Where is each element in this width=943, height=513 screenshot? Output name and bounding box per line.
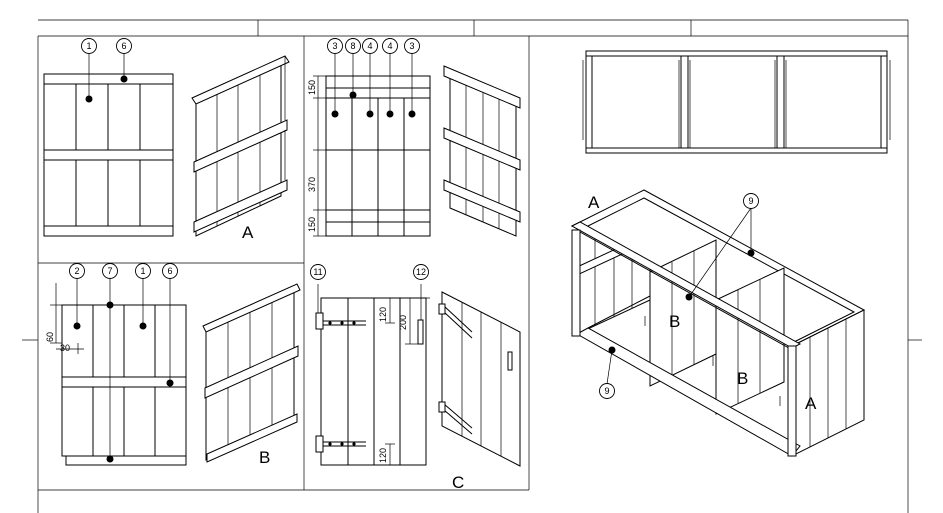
door-c-label: C xyxy=(452,473,464,492)
callout-4-right: 4 xyxy=(382,38,398,54)
assembly-label-a-right: A xyxy=(805,394,817,413)
panel-a-callout-1: 1 xyxy=(81,38,97,54)
panel-b-label: B xyxy=(259,448,270,467)
callout-3-left: 3 xyxy=(327,38,343,54)
svg-text:3: 3 xyxy=(409,41,414,51)
panel-b-isometric-view xyxy=(202,283,301,463)
dim-150-top: 150 xyxy=(307,80,317,95)
callout-2: 2 xyxy=(69,263,85,279)
svg-text:9: 9 xyxy=(604,386,609,396)
svg-text:12: 12 xyxy=(416,267,426,277)
assembly-label-b2: B xyxy=(737,369,748,388)
callout-8: 8 xyxy=(345,38,361,54)
svg-text:4: 4 xyxy=(367,41,372,51)
svg-text:4: 4 xyxy=(387,41,392,51)
svg-text:6: 6 xyxy=(121,41,126,51)
callout-7: 7 xyxy=(102,263,118,279)
assembly-label-b1: B xyxy=(669,312,680,331)
callout-4-left: 4 xyxy=(362,38,378,54)
panel-a-back-isometric-view xyxy=(443,65,521,237)
svg-text:11: 11 xyxy=(313,267,322,277)
svg-text:6: 6 xyxy=(167,266,172,276)
assembly-callout-9-bottom: 9 xyxy=(599,383,615,399)
panel-a-isometric-view xyxy=(191,55,290,237)
dim-150-bottom: 150 xyxy=(307,217,317,232)
panel-b-front-view xyxy=(50,279,187,466)
dim-370: 370 xyxy=(307,177,317,192)
svg-text:2: 2 xyxy=(74,266,79,276)
svg-text:8: 8 xyxy=(350,41,355,51)
door-c-isometric-view xyxy=(438,291,521,467)
assembly-top-view xyxy=(582,50,891,154)
panel-a-label: A xyxy=(242,223,254,242)
svg-text:1: 1 xyxy=(86,41,91,51)
callout-11: 11 xyxy=(310,264,326,280)
assembly-isometric-view xyxy=(570,189,866,457)
door-c-front-view xyxy=(315,284,430,466)
callout-1-b: 1 xyxy=(135,263,151,279)
dim-60: 60 xyxy=(45,332,55,342)
svg-text:9: 9 xyxy=(748,196,753,206)
callout-6-b: 6 xyxy=(162,263,178,279)
dim-200: 200 xyxy=(398,315,408,330)
panel-a-callout-6: 6 xyxy=(116,38,132,54)
svg-text:7: 7 xyxy=(107,266,112,276)
callout-12: 12 xyxy=(413,264,429,280)
assembly-label-a-left: A xyxy=(588,193,600,212)
dim-120-bottom: 120 xyxy=(378,448,388,463)
drawing-frame xyxy=(22,19,922,513)
assembly-callout-9-top: 9 xyxy=(743,193,759,209)
callout-3-right: 3 xyxy=(404,38,420,54)
panel-a-dimensioned-view xyxy=(313,54,431,237)
dim-30: 30 xyxy=(60,343,70,353)
svg-text:1: 1 xyxy=(140,266,145,276)
dim-120-top: 120 xyxy=(378,307,388,322)
svg-text:3: 3 xyxy=(332,41,337,51)
panel-a-front-view xyxy=(43,54,174,237)
